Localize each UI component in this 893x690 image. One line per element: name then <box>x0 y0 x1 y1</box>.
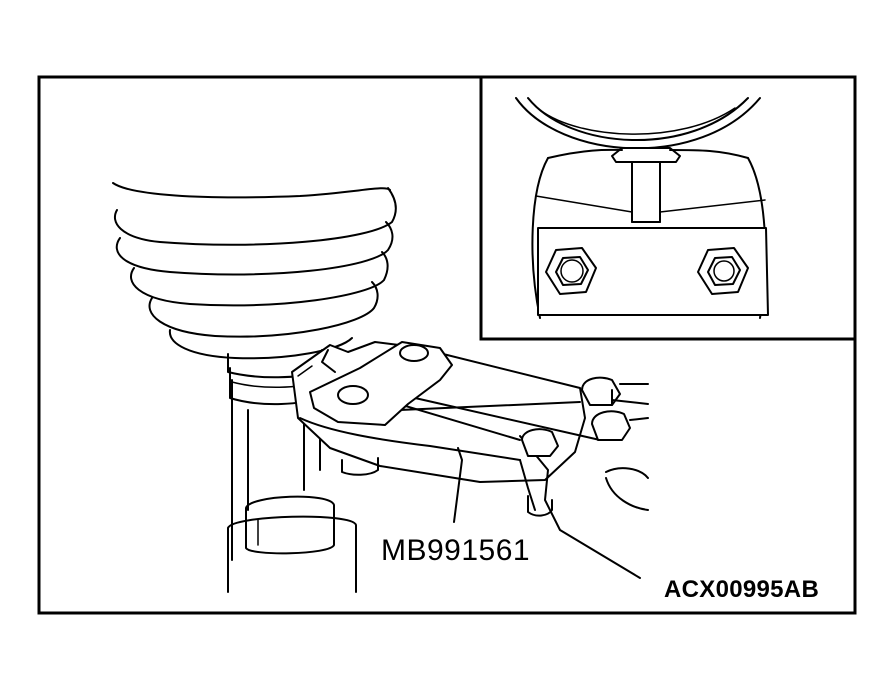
inset-bolt-right <box>697 247 749 295</box>
part-number-label: MB991561 <box>381 534 531 567</box>
inset-view <box>479 75 857 341</box>
figure-frame <box>37 75 857 615</box>
fasteners <box>341 376 649 517</box>
dust-boot <box>112 182 397 406</box>
illustration-code-label: ACX00995AB <box>664 576 820 603</box>
leader-line <box>453 447 463 523</box>
inset-bolt-left <box>545 247 597 295</box>
main-view <box>112 182 649 593</box>
special-tool <box>291 341 649 579</box>
